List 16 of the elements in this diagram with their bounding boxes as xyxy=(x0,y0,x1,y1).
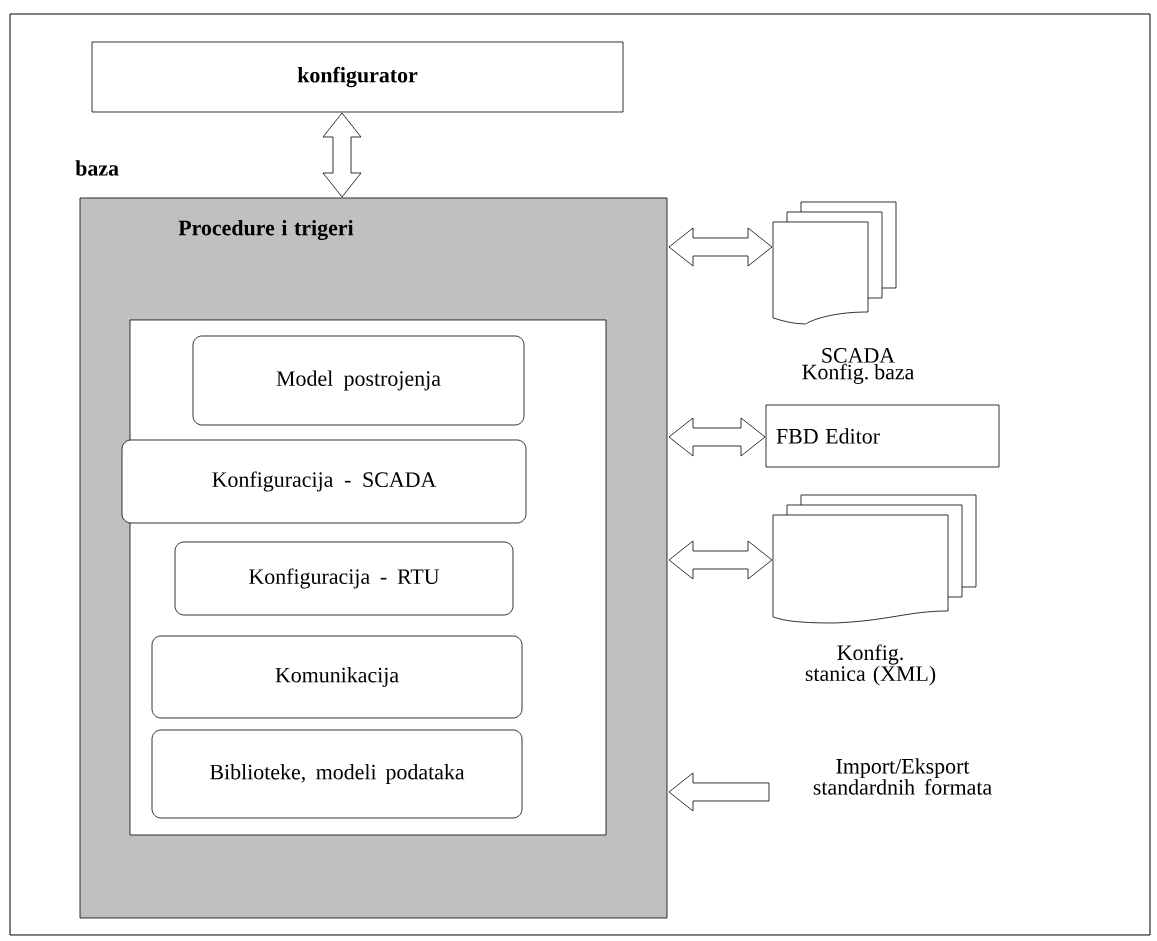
node-label: SCADA Konfig. baza xyxy=(802,348,915,384)
module-box: Konfiguracija - RTU xyxy=(174,541,514,616)
tool-box: FBD Editor xyxy=(765,404,1000,468)
block-arrow xyxy=(322,112,362,198)
block-arrow xyxy=(668,772,770,812)
note-text: Import/Eksport standardnih formata xyxy=(813,758,992,795)
node-label: baza xyxy=(75,160,119,176)
block-arrow xyxy=(668,540,773,580)
module-box: Model postrojenja xyxy=(192,335,525,426)
title-box: konfigurator xyxy=(91,41,624,113)
block-arrow xyxy=(668,227,773,267)
node-label: Konfig. stanica (XML) xyxy=(805,644,936,686)
module-box: Komunikacija xyxy=(151,635,523,719)
module-box: Konfiguracija - SCADA xyxy=(121,439,527,524)
block-arrow xyxy=(668,417,766,457)
module-box: Biblioteke, modeli podataka xyxy=(151,729,523,819)
